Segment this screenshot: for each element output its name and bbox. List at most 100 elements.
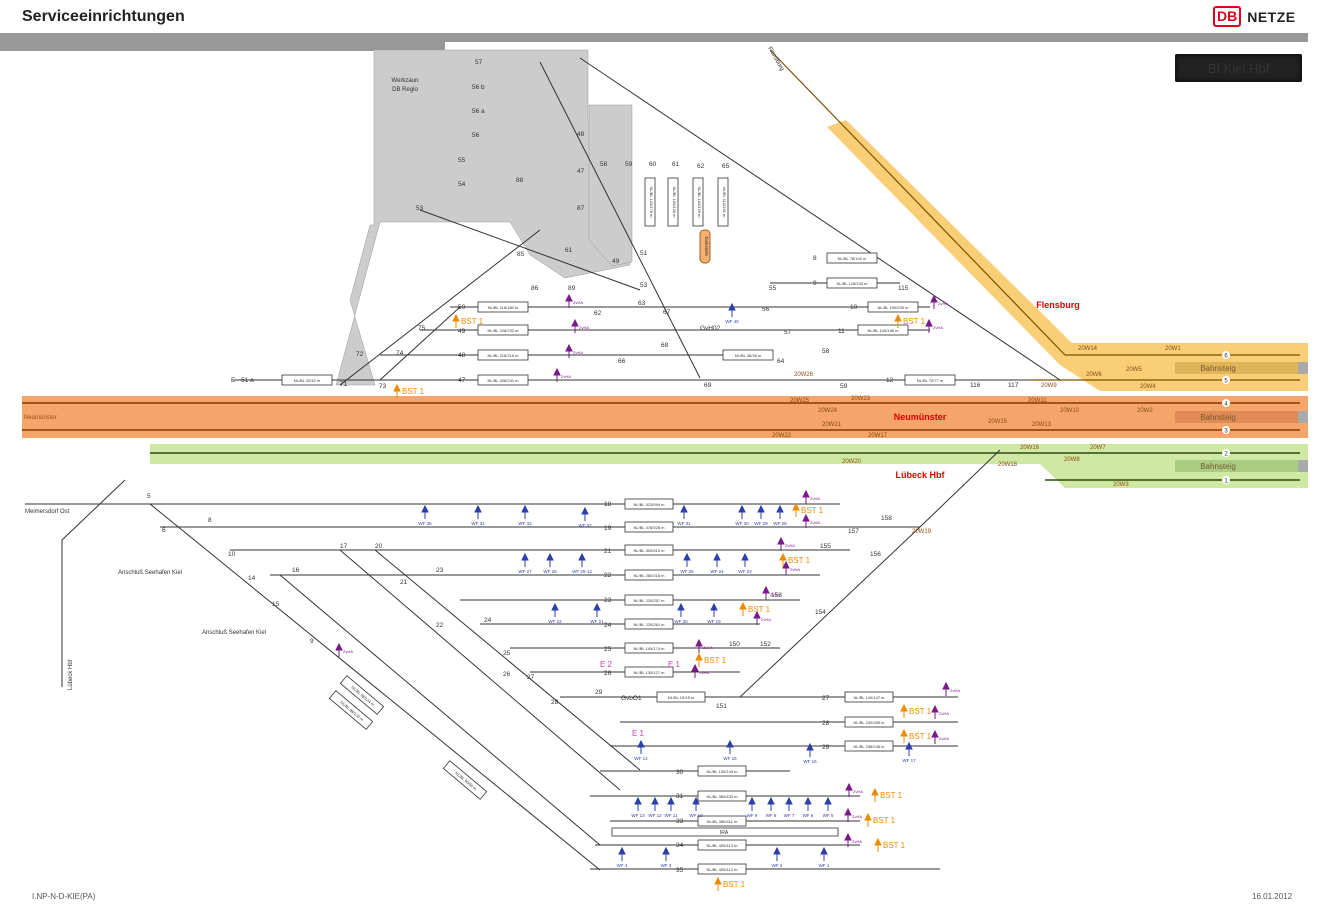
- switch-label: 20W8: [1064, 457, 1080, 463]
- signal-icon: [767, 796, 775, 811]
- track-length-box: [281, 374, 333, 386]
- track-number: 35: [676, 867, 684, 874]
- signal-label: ZvHA: [770, 592, 780, 597]
- track-number: 62: [697, 163, 705, 170]
- wf-signal-label: WF 32: [578, 523, 592, 528]
- track-number: 8: [813, 255, 817, 262]
- signal-icon: [710, 602, 718, 617]
- signal-label: BST 1: [788, 556, 811, 565]
- track-length-box: [697, 790, 747, 802]
- signal-label: ZvHA: [853, 789, 863, 794]
- node-label: 63: [638, 300, 646, 307]
- node-label: 21: [400, 579, 408, 586]
- switch-label: 20W11: [1028, 398, 1047, 404]
- wf-signal-label: WF 9: [747, 813, 758, 818]
- signal-icon: [651, 796, 659, 811]
- node-label: 55: [769, 285, 777, 292]
- signal-label: BST 1: [873, 816, 896, 825]
- track-length-box: [656, 691, 706, 703]
- node-label: 68: [661, 342, 669, 349]
- signal-icon: [335, 642, 343, 657]
- e-signal-label: E 1: [668, 660, 681, 669]
- signal-icon: [714, 876, 722, 891]
- track-number: E - 51 a: [231, 377, 254, 384]
- track-number: 28: [822, 720, 830, 727]
- signal-icon: [844, 832, 852, 847]
- switch-label: 20W26: [794, 372, 814, 378]
- signal-icon: [894, 313, 902, 328]
- meimersdorf-label: Meimersdorf Ost: [25, 509, 70, 515]
- switch-label: 20W14: [1078, 346, 1098, 352]
- signal-label: BST 1: [723, 880, 746, 889]
- signal-icon: [942, 681, 950, 696]
- wf-signal-label: WF 6: [803, 813, 814, 818]
- signal-icon: [546, 552, 554, 567]
- track-length-label: NL/BL 302/510 m: [634, 548, 666, 553]
- signal-label: ZvHA: [938, 301, 948, 306]
- node-label: 86: [531, 285, 539, 292]
- node-label: 25: [503, 650, 511, 657]
- signal-icon: [773, 846, 781, 861]
- node-label: 5: [147, 493, 151, 500]
- signal-icon: [452, 313, 460, 328]
- node-label: 87: [577, 205, 585, 212]
- signal-icon: [565, 293, 573, 308]
- node-label: 72: [356, 351, 364, 358]
- signal-icon: [581, 506, 589, 521]
- switch-label: 20W24: [818, 408, 838, 414]
- signal-icon: [741, 552, 749, 567]
- track-number: 48: [458, 352, 466, 359]
- track-length-label: NL/BL 208/241 m: [488, 378, 520, 383]
- track-number: 47: [458, 377, 466, 384]
- node-label: 71: [340, 381, 348, 388]
- signal-icon: [565, 343, 573, 358]
- switch-label: 20W18: [998, 462, 1018, 468]
- signal-icon: [792, 502, 800, 517]
- signal-icon: [776, 504, 784, 519]
- platform-end: [1298, 362, 1308, 374]
- track-length-label: NL/BL 98/124 m: [350, 685, 376, 708]
- track-length-box: [697, 839, 747, 851]
- node-label: 157: [848, 528, 859, 535]
- signal-icon: [634, 796, 642, 811]
- track-number: 57: [475, 59, 483, 66]
- track-number: 12: [886, 377, 894, 384]
- station-button[interactable]: Bf Kiel Hbf: [1175, 54, 1302, 82]
- signal-icon: [762, 585, 770, 600]
- signal-icon: [667, 796, 675, 811]
- track-length-label: NL/BL 145/174 m: [634, 646, 666, 651]
- platform-track-label: 1: [1224, 479, 1228, 485]
- node-label: 27: [527, 674, 535, 681]
- wf-signal-label: WF 2: [772, 863, 783, 868]
- platform-label: Bahnsteig: [1200, 413, 1236, 422]
- node-label: 51: [640, 250, 648, 257]
- switch-label: 20W3: [1113, 482, 1129, 488]
- signal-label: BST 1: [880, 791, 903, 800]
- node-label: 24: [484, 617, 492, 624]
- ira-label: IRA: [720, 830, 729, 836]
- node-label: 14: [248, 575, 256, 582]
- node-label: 22: [436, 622, 444, 629]
- signal-label: ZvHA: [933, 325, 943, 330]
- switch-label: 20W23: [851, 396, 871, 402]
- track-length-box: [477, 324, 529, 336]
- signal-icon: [713, 552, 721, 567]
- node-label: 29: [595, 689, 603, 696]
- signal-label: ZvHA: [579, 325, 589, 330]
- signal-label: BST 1: [909, 732, 932, 741]
- node-label: 69: [704, 382, 712, 389]
- node-label: 20: [375, 543, 383, 550]
- track-length-box: [844, 740, 894, 752]
- track-length-box: [697, 765, 747, 777]
- signal-icon: [900, 728, 908, 743]
- node-label: 88: [516, 177, 524, 184]
- track-number: 26: [604, 670, 612, 677]
- platform-track-number: [1222, 449, 1230, 457]
- track-number: 56: [472, 132, 480, 139]
- node-label: 73: [379, 383, 387, 390]
- node-label: 75: [418, 325, 426, 332]
- signal-icon: [637, 739, 645, 754]
- db-logo-icon: DB: [1213, 6, 1242, 27]
- track-length-label: NL/BL 130/143 m: [707, 769, 739, 774]
- track-length-box: [857, 324, 909, 336]
